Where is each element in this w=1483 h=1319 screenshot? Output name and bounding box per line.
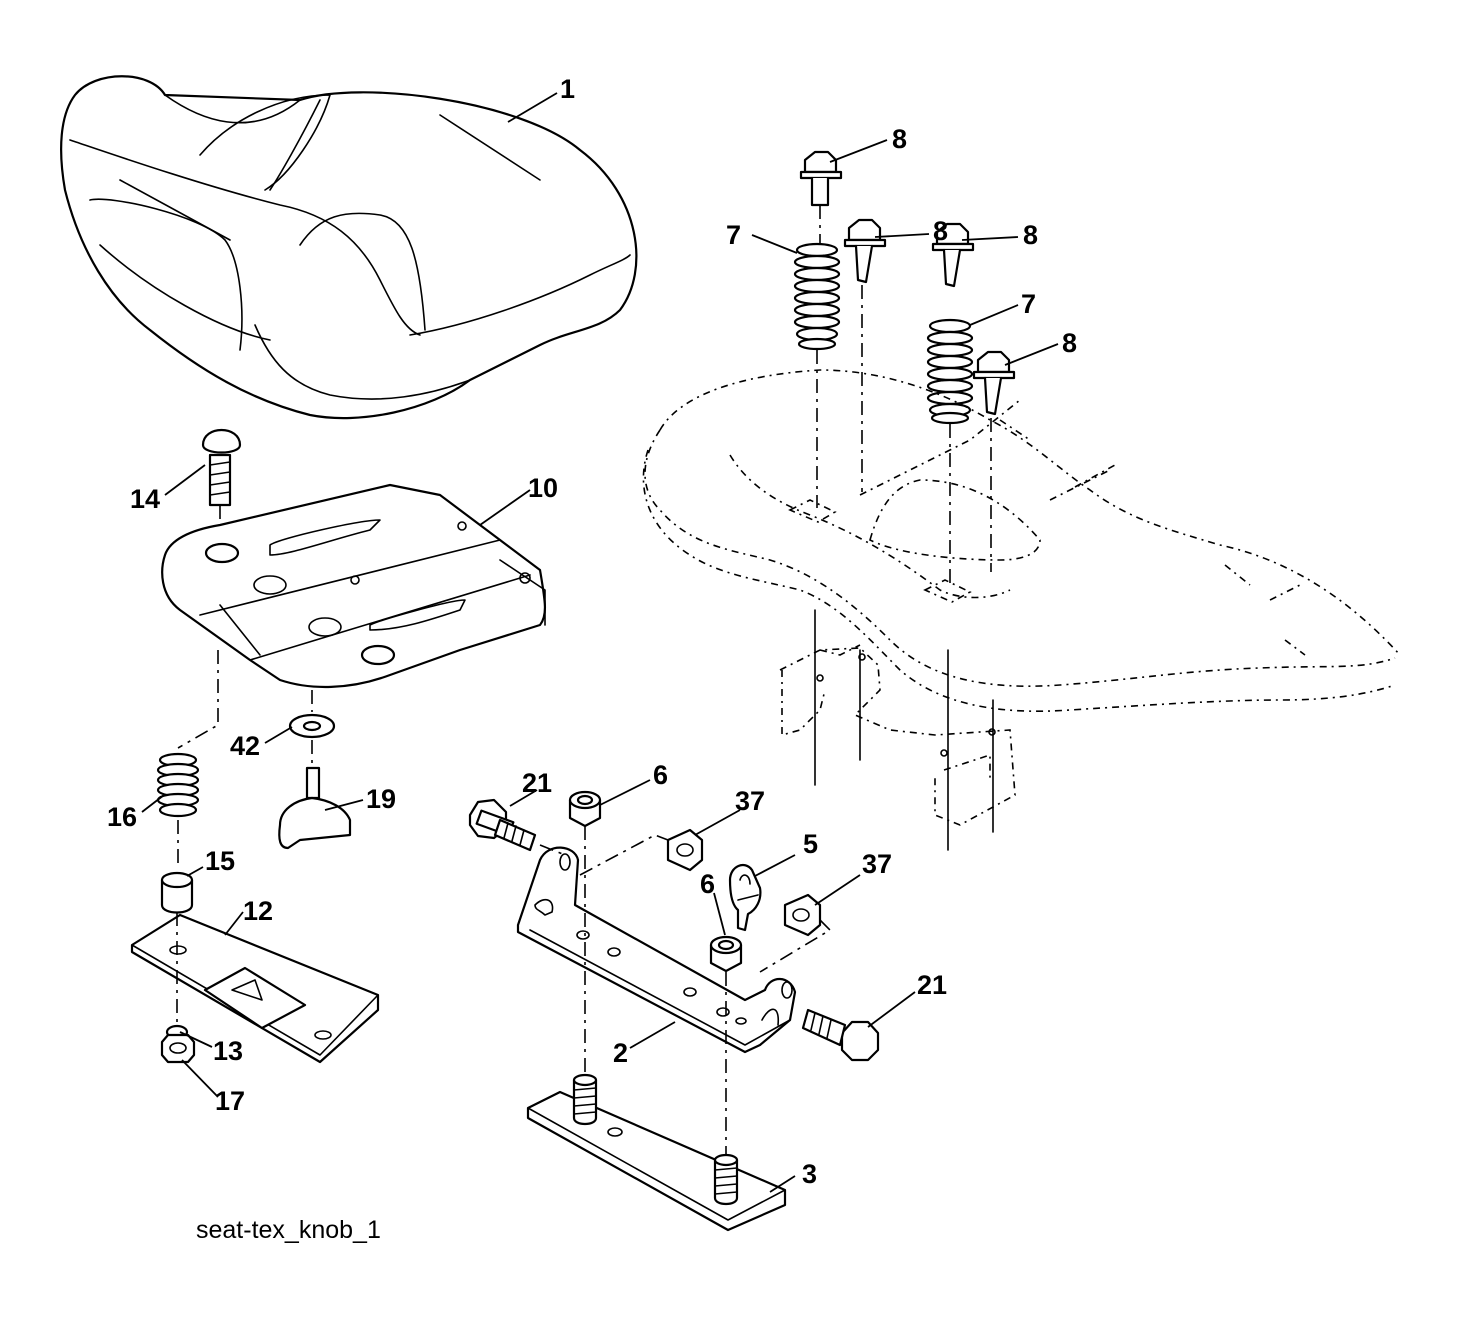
callout-14: 14 [130, 484, 160, 514]
callout-12: 12 [243, 896, 273, 926]
callout-labels: 1 8 8 8 8 7 7 14 10 42 16 19 15 12 13 17… [107, 74, 1077, 1189]
callout-6: 6 [653, 760, 668, 790]
shoulder-bolts [468, 798, 880, 1062]
seat-mount-bracket [516, 846, 797, 1054]
flange-lock-nuts [579, 828, 832, 973]
callout-21: 21 [522, 768, 552, 798]
hex-nuts [568, 790, 743, 1160]
callout-10: 10 [528, 473, 558, 503]
callout-37: 37 [862, 849, 892, 879]
callout-3: 3 [802, 1159, 817, 1189]
bracket-plate [130, 913, 380, 1064]
callout-7: 7 [1021, 289, 1036, 319]
callout-8: 8 [1023, 220, 1038, 250]
callout-8: 8 [933, 216, 948, 246]
callout-21: 21 [917, 970, 947, 1000]
callout-37: 37 [735, 786, 765, 816]
spacer [160, 871, 194, 914]
callout-19: 19 [366, 784, 396, 814]
callout-1: 1 [560, 74, 575, 104]
seat-pan [161, 483, 546, 689]
flange-bolts [799, 150, 1016, 416]
base-plate-with-studs [526, 1073, 787, 1232]
callout-6: 6 [700, 869, 715, 899]
callout-8: 8 [1062, 328, 1077, 358]
mower-frame-phantom [642, 369, 1401, 851]
callout-5: 5 [803, 829, 818, 859]
adjust-knob [278, 766, 352, 850]
washer [288, 690, 336, 770]
callout-8: 8 [892, 124, 907, 154]
small-spring [156, 650, 219, 868]
callout-13: 13 [213, 1036, 243, 1066]
callout-17: 17 [215, 1086, 245, 1116]
callout-7: 7 [726, 220, 741, 250]
seat-cushion [60, 75, 638, 420]
diagram-caption: seat-tex_knob_1 [196, 1216, 381, 1244]
callout-2: 2 [613, 1038, 628, 1068]
callout-42: 42 [230, 731, 260, 761]
carriage-bolt [201, 429, 242, 535]
lock-nut [160, 912, 196, 1064]
wire-clip [728, 863, 762, 932]
callout-15: 15 [205, 846, 235, 876]
coil-springs [793, 242, 992, 585]
callout-16: 16 [107, 802, 137, 832]
callout-leaders [141, 92, 1059, 1193]
